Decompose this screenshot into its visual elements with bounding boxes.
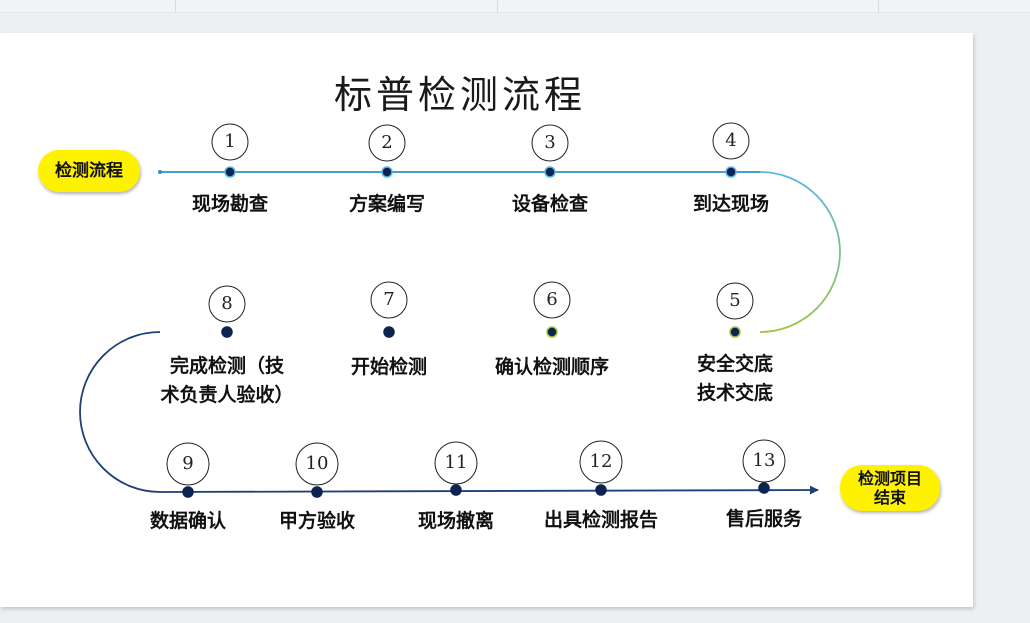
step-number-circle-9 xyxy=(166,442,210,486)
step-label-11: 现场撤离 xyxy=(417,510,494,532)
step-dot-6 xyxy=(546,326,558,338)
step-number-10: 10 xyxy=(305,453,329,474)
end-badge: 检测项目 结束 xyxy=(840,465,940,511)
step-number-12: 12 xyxy=(589,451,613,472)
document-tab-bar xyxy=(0,0,1030,13)
flow-arc-right xyxy=(759,171,841,333)
step-number-circle-8 xyxy=(208,285,246,323)
flow-arc-left xyxy=(79,331,161,493)
step-label-13: 售后服务 xyxy=(725,508,802,530)
step-number-circle-2 xyxy=(368,124,406,162)
step-number-8: 8 xyxy=(221,293,233,314)
step-number-4: 4 xyxy=(725,130,737,151)
flow-line-row3 xyxy=(159,485,819,495)
step-number-circle-1 xyxy=(211,123,249,161)
step-label-4: 到达现场 xyxy=(692,193,769,215)
page-title: 标普检测流程 xyxy=(333,73,586,117)
step-dot-7 xyxy=(383,326,395,338)
step-label-5: 安全交底 技术交底 xyxy=(696,353,773,404)
step-label-8: 完成检测（技 术负责人验收） xyxy=(160,355,294,406)
step-number-9: 9 xyxy=(182,453,194,474)
step-dot-12 xyxy=(595,484,607,496)
step-dot-8 xyxy=(221,326,233,338)
step-number-11: 11 xyxy=(444,452,468,473)
step-label-6: 确认检测顺序 xyxy=(494,356,609,378)
step-label-1: 现场勘查 xyxy=(191,193,268,215)
step-dot-9 xyxy=(182,486,194,498)
step-dot-3 xyxy=(544,166,556,178)
end-badge-text: 检测项目 结束 xyxy=(857,469,922,507)
start-badge: 检测流程 xyxy=(38,150,140,192)
step-number-circle-7 xyxy=(370,281,408,319)
step-label-10: 甲方验收 xyxy=(278,510,355,532)
step-number-6: 6 xyxy=(546,289,558,310)
step-number-circle-5 xyxy=(716,282,754,320)
step-number-circle-4 xyxy=(712,122,750,160)
step-dot-2 xyxy=(381,166,393,178)
step-dot-10 xyxy=(311,486,323,498)
step-label-7: 开始检测 xyxy=(350,356,427,378)
step-number-circle-6 xyxy=(533,281,571,319)
step-label-9: 数据确认 xyxy=(149,510,226,532)
step-number-1: 1 xyxy=(224,131,236,152)
step-number-circle-13 xyxy=(742,439,786,483)
step-number-circle-10 xyxy=(295,442,339,486)
step-number-circle-11 xyxy=(434,441,478,485)
slide-canvas xyxy=(0,33,973,607)
step-dot-5 xyxy=(729,326,741,338)
step-label-3: 设备检查 xyxy=(511,193,588,215)
step-number-5: 5 xyxy=(729,290,741,311)
step-label-12: 出具检测报告 xyxy=(543,509,658,531)
step-dot-1 xyxy=(224,166,236,178)
step-number-3: 3 xyxy=(544,132,556,153)
step-dot-13 xyxy=(758,482,770,494)
step-number-7: 7 xyxy=(383,289,395,310)
step-number-13: 13 xyxy=(752,450,776,471)
step-number-2: 2 xyxy=(381,132,393,153)
step-number-circle-3 xyxy=(531,124,569,162)
step-dot-11 xyxy=(450,484,462,496)
step-dot-4 xyxy=(725,166,737,178)
step-number-circle-12 xyxy=(579,440,623,484)
step-label-2: 方案编写 xyxy=(348,193,425,215)
